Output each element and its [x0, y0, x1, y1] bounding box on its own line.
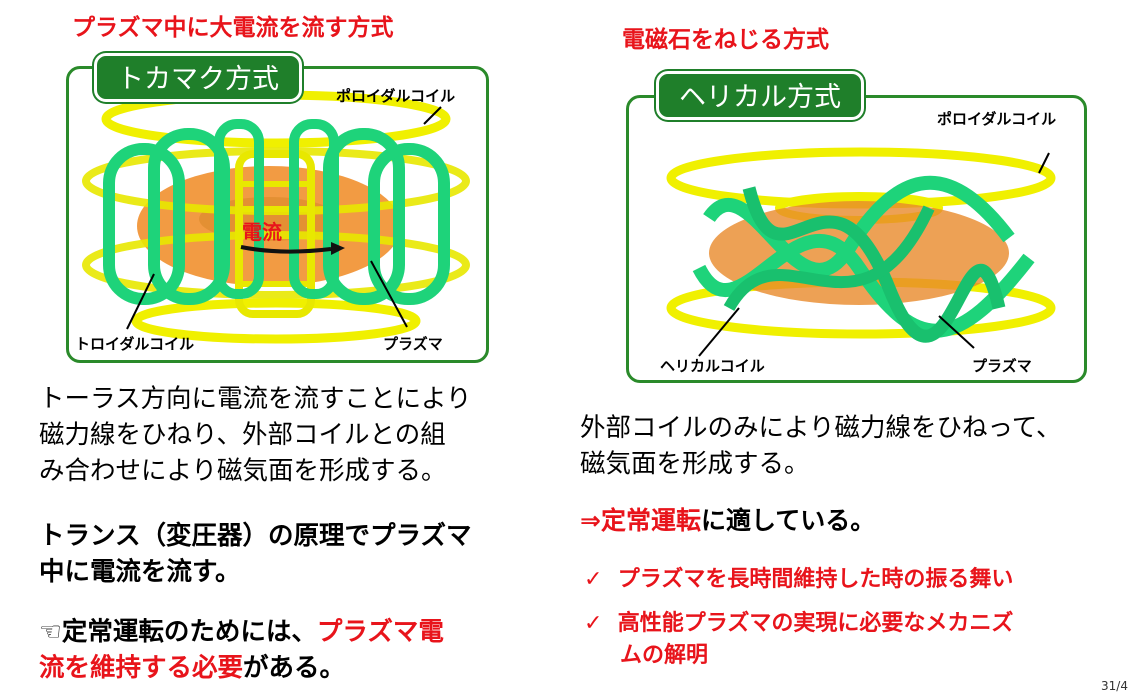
note-suffix: がある。 [243, 653, 346, 683]
tokamak-tag: トカマク方式 [94, 53, 302, 102]
pointing-hand-icon: ☜ [39, 617, 62, 647]
note-red-text: 流を維持する必要 [39, 653, 244, 683]
helical-coil-label: ヘリカルコイル [660, 357, 765, 375]
note-prefix: 定常運転のためには、 [61, 617, 317, 647]
checklist-text: プラズマを長時間維持した時の振る舞い [617, 567, 1014, 592]
right-arrow-icon: ⇒ [580, 506, 601, 535]
check-icon: ✓ [584, 567, 603, 592]
transformer-line: トランス（変圧器）の原理でプラズマ [39, 521, 472, 551]
tokamak-description: トーラス方向に電流を流すことにより 磁力線をひねり、外部コイルとの組 み合わせに… [39, 381, 471, 489]
helical-poloidal-coil-label: ポロイダルコイル [937, 110, 1057, 128]
helical-heading: 電磁石をねじる方式 [622, 27, 829, 53]
helical-illustration [666, 147, 1056, 357]
checklist-item-continuation: ムの解明 [584, 640, 1013, 672]
page-number: 31/4 [1101, 679, 1128, 693]
checklist-text: ムの解明 [620, 643, 709, 668]
helical-desc-line: 外部コイルのみにより磁力線をひねって、 [580, 413, 1062, 443]
tokamak-diagram-panel [66, 66, 489, 363]
tokamak-steady-note: ☜定常運転のためには、プラズマ電 流を維持する必要がある。 [39, 614, 444, 686]
tokamak-poloidal-coil-label: ポロイダルコイル [336, 87, 456, 105]
helical-desc-line: 磁気面を形成する。 [580, 449, 810, 479]
helical-plasma-label: プラズマ [972, 357, 1032, 375]
tokamak-transformer-note: トランス（変圧器）の原理でプラズマ 中に電流を流す。 [39, 518, 471, 590]
checklist-text: 高性能プラズマの実現に必要なメカニズ [617, 611, 1014, 636]
tokamak-current-label: 電流 [242, 220, 282, 244]
conclusion-red-text: 定常運転 [600, 506, 701, 535]
tokamak-desc-line: み合わせにより磁気面を形成する。 [39, 456, 447, 486]
tokamak-toroidal-coil-label: トロイダルコイル [75, 335, 195, 353]
helical-conclusion: ⇒定常運転に適している。 [580, 503, 875, 539]
tokamak-desc-line: トーラス方向に電流を流すことにより [39, 384, 472, 414]
helical-tag: ヘリカル方式 [656, 71, 864, 120]
checklist-item: ✓ プラズマを長時間維持した時の振る舞い [584, 564, 1013, 596]
checklist-item: ✓ 高性能プラズマの実現に必要なメカニズ [584, 608, 1013, 640]
helical-description: 外部コイルのみにより磁力線をひねって、 磁気面を形成する。 [580, 410, 1061, 482]
helical-checklist: ✓ プラズマを長時間維持した時の振る舞い ✓ 高性能プラズマの実現に必要なメカニ… [584, 564, 1013, 672]
tokamak-illustration [82, 90, 470, 344]
helical-diagram-panel [626, 95, 1087, 383]
tokamak-plasma-label: プラズマ [383, 335, 443, 353]
note-red-text: プラズマ電 [316, 617, 444, 647]
tokamak-desc-line: 磁力線をひねり、外部コイルとの組 [39, 420, 446, 450]
transformer-line: 中に電流を流す。 [39, 557, 241, 587]
tokamak-heading: プラズマ中に大電流を流す方式 [72, 15, 394, 41]
conclusion-rest-text: に適している。 [700, 506, 876, 535]
check-icon: ✓ [584, 611, 603, 636]
